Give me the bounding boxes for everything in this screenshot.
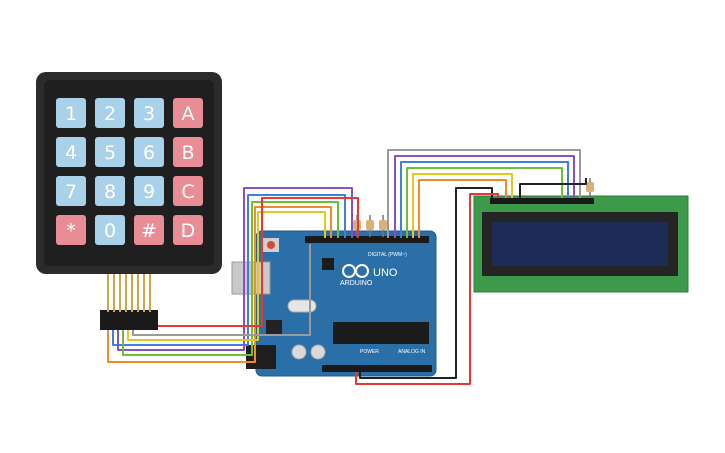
digital-label: DIGITAL (PWM~) <box>368 252 407 258</box>
keypad-key-label: 0 <box>104 220 116 242</box>
wires <box>107 149 587 385</box>
voltage-regulator <box>266 320 282 334</box>
keypad-key-label: 6 <box>143 142 155 164</box>
keypad-key-label: C <box>181 181 194 203</box>
keypad-key-label: 9 <box>143 181 155 203</box>
keypad-key-label: # <box>141 220 157 242</box>
keypad-key-label: 5 <box>104 142 116 164</box>
lcd-screen <box>492 222 668 266</box>
keypad-key-A[interactable]: A <box>173 98 203 128</box>
keypad-key-4[interactable]: 4 <box>56 137 86 167</box>
wire-red <box>355 193 499 385</box>
wire-yellow <box>127 211 326 341</box>
keypad-key-label: 3 <box>143 103 155 125</box>
power-label: POWER <box>360 349 379 355</box>
arduino-logo-icon <box>342 264 369 278</box>
wire-gray <box>387 149 581 238</box>
wire-green <box>122 201 339 356</box>
capacitor <box>310 344 326 360</box>
lcd-16x2-display <box>473 195 689 293</box>
analog-label: ANALOG IN <box>398 349 426 355</box>
capacitor <box>291 344 307 360</box>
atmega-chip <box>333 322 429 344</box>
resistor <box>379 215 387 237</box>
wire-blue <box>400 161 569 238</box>
crystal <box>287 299 317 313</box>
keypad-key-star[interactable]: * <box>56 215 86 245</box>
keypad-key-1[interactable]: 1 <box>56 98 86 128</box>
wire-purple <box>394 155 575 238</box>
keypad-key-B[interactable]: B <box>173 137 203 167</box>
wire-black <box>519 178 587 198</box>
keypad-key-label: 8 <box>104 181 116 203</box>
keypad-key-label: 1 <box>65 103 77 125</box>
keypad-key-7[interactable]: 7 <box>56 176 86 206</box>
digital-header <box>305 236 429 243</box>
keypad-ribbon-connector <box>100 274 158 330</box>
resistor <box>366 215 374 237</box>
wire-purple <box>117 187 353 351</box>
keypad-key-label: 7 <box>65 181 77 203</box>
keypad-key-6[interactable]: 6 <box>134 137 164 167</box>
arduino-uno-board: ARDUINO UNO DIGITAL (PWM~) POWER ANALOG … <box>231 230 437 377</box>
brand-label: ARDUINO <box>340 280 373 287</box>
wire-yellow <box>412 173 513 238</box>
keypad-key-label: 4 <box>65 142 77 164</box>
power-analog-header <box>322 365 432 372</box>
keypad-key-0[interactable]: 0 <box>95 215 125 245</box>
keypad-key-C[interactable]: C <box>173 176 203 206</box>
keypad-key-label: A <box>182 103 195 125</box>
keypad-key-label: 2 <box>104 103 116 125</box>
keypad-key-8[interactable]: 8 <box>95 176 125 206</box>
power-jack <box>246 345 276 369</box>
keypad-key-label: B <box>181 142 194 164</box>
keypad-key-2[interactable]: 2 <box>95 98 125 128</box>
keypad-key-label: D <box>181 220 196 242</box>
lcd-header <box>490 198 594 204</box>
wire-blue <box>112 194 346 346</box>
usb-chip <box>322 258 334 270</box>
keypad-key-hash[interactable]: # <box>134 215 164 245</box>
keypad-4x4: 1 2 3 A 4 5 6 B 7 8 9 C * 0 # D <box>36 72 222 330</box>
keypad-key-9[interactable]: 9 <box>134 176 164 206</box>
wire-red <box>155 197 359 327</box>
model-label: UNO <box>373 267 398 279</box>
keypad-key-3[interactable]: 3 <box>134 98 164 128</box>
keypad-key-label: * <box>66 220 76 242</box>
wire-black <box>359 187 493 379</box>
keypad-key-D[interactable]: D <box>173 215 203 245</box>
wire-orange <box>418 179 507 238</box>
keypad-key-5[interactable]: 5 <box>95 137 125 167</box>
wire-orange <box>107 206 332 363</box>
